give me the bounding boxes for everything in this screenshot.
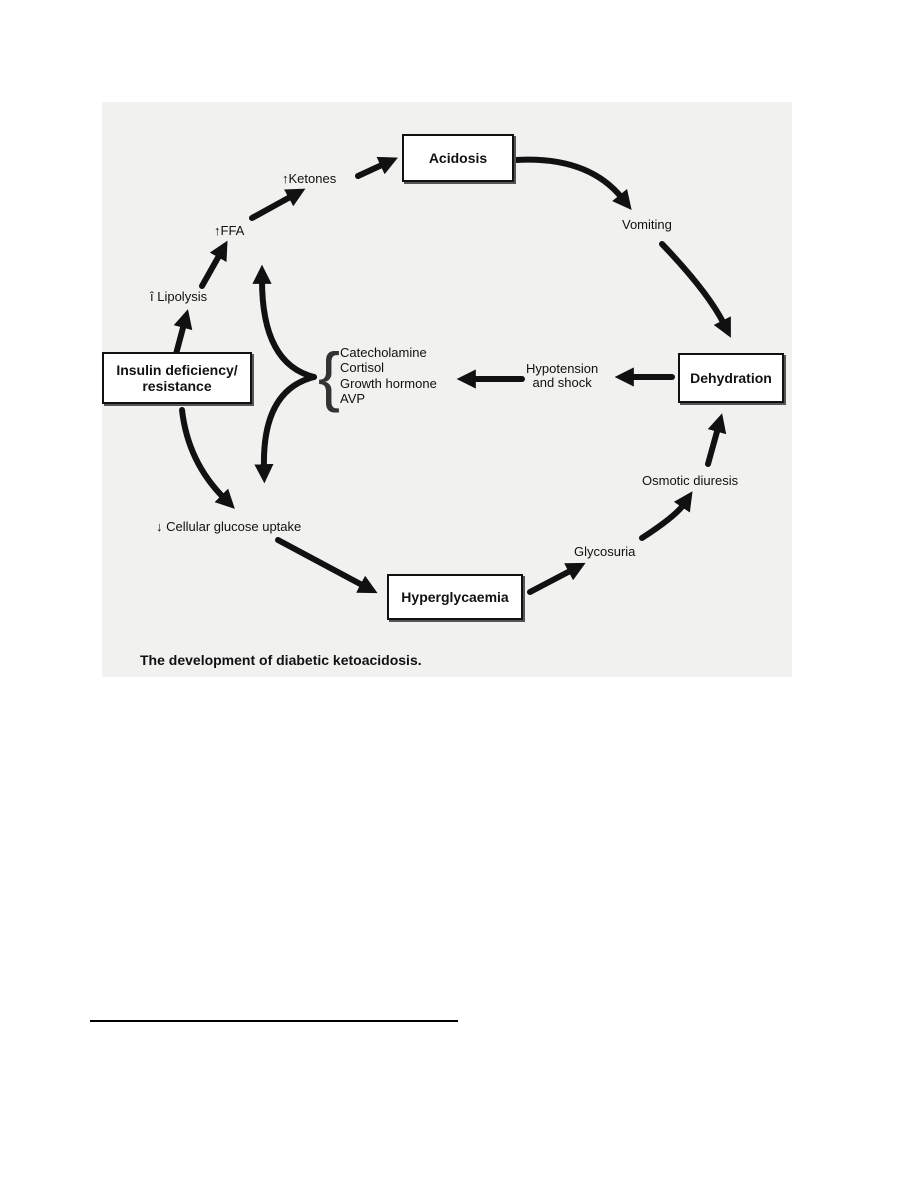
node-dehydration-label: Dehydration [690, 369, 772, 386]
arrow-osmotic-to-dehydration [705, 413, 727, 467]
node-insulin-line2: resistance [142, 378, 212, 394]
figure-caption: The development of diabetic ketoacidosis… [140, 652, 422, 668]
dka-figure: Acidosis Insulin deficiency/ resistance … [102, 102, 792, 677]
hormone-item: Growth hormone [340, 375, 437, 391]
arrow-hormones-to-glucose-uptake [254, 374, 317, 484]
diagram-arrows [173, 156, 731, 595]
arrow-acidosis-to-vomiting [513, 156, 632, 210]
hormones-list: Catecholamine Cortisol Growth hormone AV… [340, 345, 437, 406]
node-hyperglycaemia: Hyperglycaemia [387, 574, 523, 620]
node-acidosis: Acidosis [402, 134, 514, 182]
arrow-glycosuria-to-osmotic [639, 491, 693, 541]
node-dehydration: Dehydration [678, 353, 784, 403]
arrow-insulin-to-lipolysis [173, 309, 193, 357]
arrow-hormones-to-ffa [252, 264, 317, 380]
hormone-item: Catecholamine [340, 345, 427, 360]
node-acidosis-label: Acidosis [428, 149, 488, 166]
label-cellular-glucose-uptake: ↓ Cellular glucose uptake [156, 519, 302, 534]
label-hypotension-line1: Hypotension [526, 361, 599, 376]
arrow-lipolysis-to-ffa [199, 240, 228, 289]
label-hypotension-shock: Hypotension and shock [526, 361, 599, 391]
label-vomiting: Vomiting [622, 217, 672, 232]
label-ketones: ↑Ketones [282, 171, 337, 186]
label-glycosuria: Glycosuria [574, 544, 636, 559]
footnote-separator [90, 1020, 458, 1022]
hormone-item: AVP [340, 390, 366, 406]
arrow-hyperglycaemia-to-glycosuria [527, 562, 586, 595]
node-insulin-deficiency: Insulin deficiency/ resistance [102, 352, 252, 404]
node-hyperglycaemia-label: Hyperglycaemia [401, 588, 509, 605]
arrow-insulin-to-glucose-uptake [179, 407, 235, 509]
node-insulin-label: Insulin deficiency/ resistance [116, 362, 237, 394]
hormones-brace: { [318, 339, 341, 413]
label-hypotension-line2: and shock [532, 375, 592, 391]
hormone-item: Cortisol [340, 360, 385, 376]
arrow-ffa-to-ketones [249, 188, 306, 221]
arrow-vomiting-to-dehydration [659, 241, 731, 338]
arrow-glucose-uptake-to-hyperglycaemia [275, 537, 378, 594]
node-insulin-line1: Insulin deficiency/ [116, 361, 238, 378]
label-ffa: ↑FFA [214, 223, 245, 238]
arrow-ketones-to-acidosis [355, 156, 398, 179]
label-osmotic-diuresis: Osmotic diuresis [642, 473, 739, 488]
label-lipolysis: î Lipolysis [150, 289, 208, 304]
